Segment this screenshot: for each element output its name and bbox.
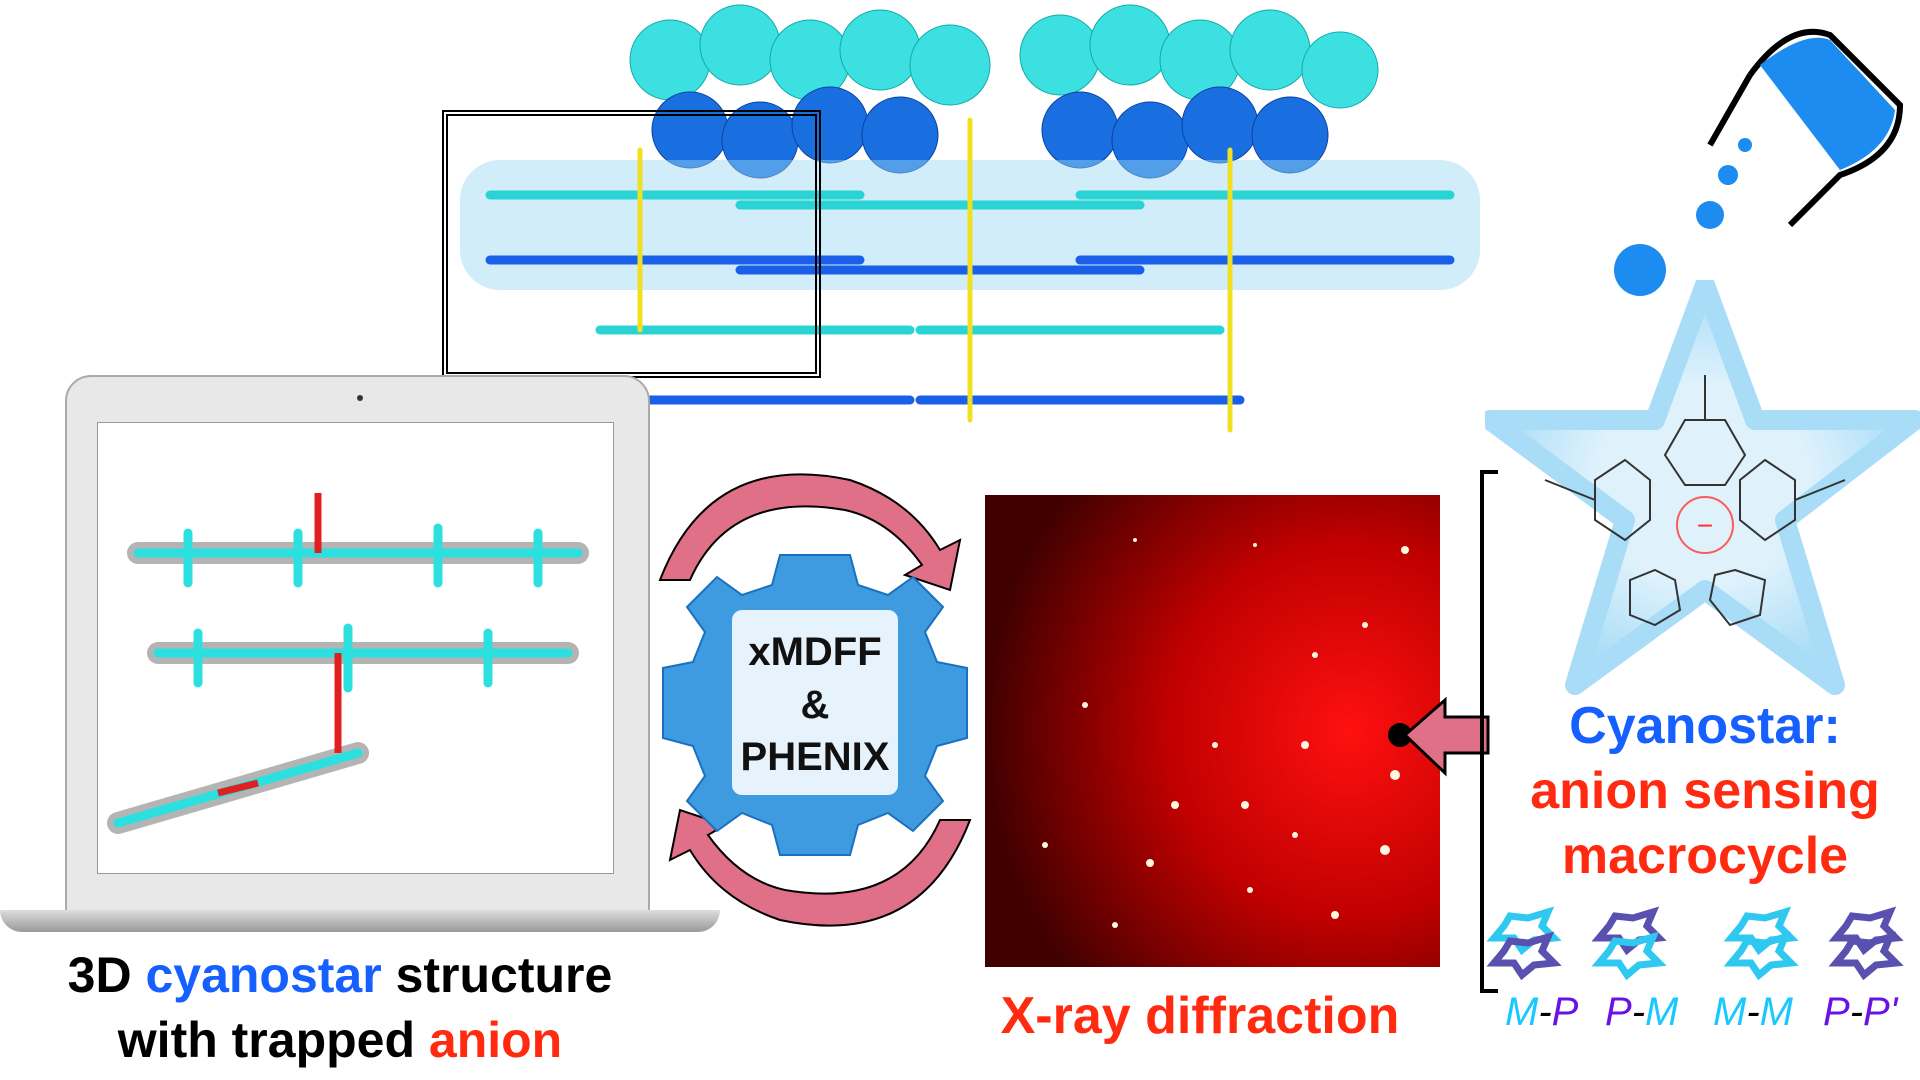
gear-label-xmdff: xMDFF — [748, 630, 881, 674]
electron-density-structure — [107, 493, 589, 834]
zoom-frame — [442, 110, 821, 378]
beam-stop — [1388, 723, 1412, 747]
laptop — [65, 375, 650, 915]
cyanostar-title: Cyanostar: — [1569, 697, 1841, 755]
isomer-label-p-m: P-M — [1605, 990, 1679, 1034]
isomer-label-p-p: P-P' — [1823, 990, 1898, 1034]
gear-label-phenix: PHENIX — [741, 735, 890, 779]
diffraction-pattern — [985, 495, 1440, 967]
gear-icon — [662, 554, 968, 856]
flask-icon — [1614, 28, 1904, 296]
cycle-arrow-bottom-icon — [668, 808, 972, 927]
anion-circle — [1676, 496, 1734, 554]
isomer-stars-p-m — [1599, 912, 1659, 975]
cyanostar-molecule: − — [1485, 280, 1920, 695]
laptop-camera — [357, 395, 363, 401]
cycle-arrow-top-icon — [658, 473, 962, 592]
anion-symbol: − — [1697, 510, 1713, 541]
isomer-stars-p-p — [1836, 912, 1896, 975]
cyanostar-subtitle-line2: macrocycle — [1561, 827, 1849, 885]
isomer-stars — [1485, 905, 1920, 980]
xray-caption: X-ray diffraction — [1000, 987, 1400, 1045]
laptop-base — [0, 910, 720, 932]
gear-label-and: & — [801, 683, 830, 727]
isomer-label-m-p: M-P — [1505, 990, 1579, 1034]
laptop-screen — [97, 422, 614, 874]
refinement-cycle: xMDFF & PHENIX — [658, 473, 972, 927]
isomer-stars-m-m — [1731, 912, 1791, 975]
bracket — [1480, 470, 1498, 993]
cyanostar-subtitle-line1: anion sensing — [1530, 762, 1880, 820]
stacked-macrocycles — [460, 117, 1480, 433]
isomer-label-m-m: M-M — [1713, 990, 1793, 1034]
structure-caption-line1: 3D cyanostar structure — [67, 947, 613, 1003]
structure-caption-line2: with trapped anion — [117, 1012, 563, 1068]
beam-arrow-icon — [1402, 696, 1490, 777]
isomer-stars-m-p — [1494, 912, 1554, 975]
